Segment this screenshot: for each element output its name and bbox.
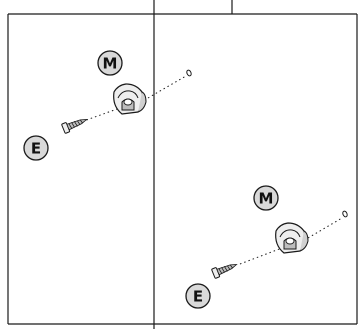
clip-lower-icon: [275, 222, 309, 254]
callout-e-lower-label: E: [193, 288, 203, 306]
axis-line-upper-right: [147, 75, 187, 99]
callout-e-lower: E: [185, 283, 211, 309]
axis-line-lower-right: [307, 217, 343, 239]
callout-m-lower: M: [253, 185, 279, 211]
upper-assembly: M E: [23, 50, 192, 161]
screw-upper-icon: [61, 119, 88, 134]
axis-line-upper-left: [77, 107, 121, 124]
panel-frame: [7, 0, 358, 329]
clip-upper-icon: [113, 83, 147, 115]
drill-hole-upper: [186, 69, 192, 77]
screw-lower-icon: [211, 264, 238, 279]
callout-m-upper-label: M: [103, 55, 118, 73]
callout-e-upper: E: [23, 135, 49, 161]
axis-line-lower-left: [239, 247, 283, 265]
callout-m-lower-label: M: [259, 190, 274, 208]
callout-e-upper-label: E: [31, 140, 41, 158]
drill-hole-lower: [342, 210, 348, 218]
callout-m-upper: M: [97, 50, 123, 76]
lower-assembly: M E: [185, 185, 348, 309]
